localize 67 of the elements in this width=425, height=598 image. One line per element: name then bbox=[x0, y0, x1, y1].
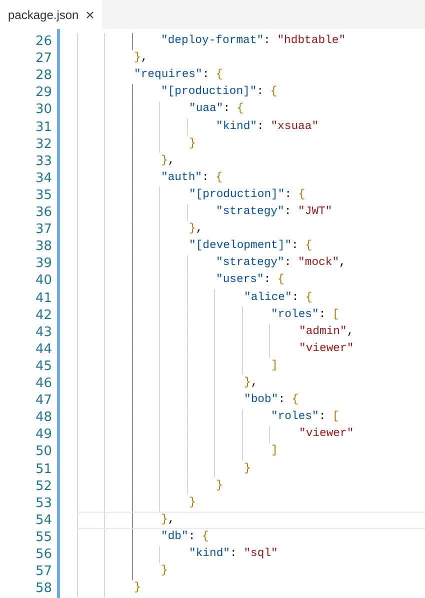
code-line: } bbox=[216, 478, 223, 494]
code-line: "strategy": "mock", bbox=[216, 256, 346, 272]
code-line: "alice": { bbox=[244, 290, 312, 306]
code-line: }, bbox=[161, 512, 175, 528]
code-line: }, bbox=[161, 154, 175, 169]
line-number: 28 bbox=[34, 67, 52, 84]
line-number: 53 bbox=[34, 494, 52, 512]
line-number: 58 bbox=[34, 580, 52, 598]
code-line: }, bbox=[244, 376, 258, 391]
line-number: 35 bbox=[34, 186, 52, 204]
code-line: "[production]": { bbox=[161, 84, 278, 100]
line-number: 32 bbox=[34, 136, 52, 153]
code-line: } bbox=[134, 580, 141, 596]
line-number: 51 bbox=[34, 460, 52, 478]
code-line: ] bbox=[271, 358, 278, 374]
line-number: 42 bbox=[34, 306, 52, 324]
line-number: 43 bbox=[34, 324, 52, 341]
line-number: 56 bbox=[34, 546, 52, 563]
line-number: 34 bbox=[34, 170, 52, 187]
code-line: "requires": { bbox=[134, 68, 223, 84]
code-line: "deploy-format": "hdbtable" bbox=[161, 34, 346, 49]
code-line: }, bbox=[189, 222, 203, 238]
code-line: "kind": "sql" bbox=[189, 546, 278, 562]
line-number: 41 bbox=[34, 290, 52, 306]
line-number: 39 bbox=[34, 255, 52, 272]
code-line: "auth": { bbox=[161, 170, 223, 186]
code-line: "users": { bbox=[216, 272, 284, 288]
line-number: 26 bbox=[34, 33, 52, 50]
code-line: "strategy": "JWT" bbox=[216, 204, 332, 220]
line-number: 37 bbox=[34, 221, 52, 238]
code-line: "bob": { bbox=[244, 392, 299, 408]
code-line: } bbox=[189, 496, 196, 511]
code-line: ] bbox=[271, 444, 278, 460]
code-line: "uaa": { bbox=[189, 102, 244, 118]
code-line: }, bbox=[134, 50, 148, 66]
code-line: "viewer" bbox=[299, 426, 354, 442]
code-line: } bbox=[161, 564, 168, 580]
code-line: } bbox=[244, 462, 251, 476]
line-number: 47 bbox=[34, 392, 52, 410]
line-number: 29 bbox=[34, 84, 52, 102]
code-line: "roles": [ bbox=[271, 410, 340, 426]
line-number: 57 bbox=[34, 563, 52, 580]
line-number: 31 bbox=[34, 118, 52, 136]
line-number: 52 bbox=[34, 478, 52, 495]
code-line: "kind": "xsuaa" bbox=[216, 120, 319, 134]
line-number: 48 bbox=[34, 409, 52, 426]
line-number: 46 bbox=[34, 375, 52, 392]
line-number: 49 bbox=[34, 426, 52, 444]
line-number: 36 bbox=[34, 204, 52, 221]
line-number: 54 bbox=[34, 512, 52, 529]
code-line: "viewer" bbox=[299, 342, 354, 357]
line-number: 44 bbox=[34, 340, 52, 358]
file-tab: package.json bbox=[0, 0, 102, 29]
line-number: 27 bbox=[34, 50, 52, 68]
line-number: 50 bbox=[34, 443, 52, 460]
code-line: "db": { bbox=[161, 530, 209, 545]
code-line: "admin", bbox=[299, 324, 354, 340]
line-number: 38 bbox=[34, 238, 52, 256]
code-line: "[production]": { bbox=[189, 188, 306, 203]
code-line: "roles": [ bbox=[271, 308, 340, 323]
code-line: } bbox=[189, 136, 196, 152]
code-line: "[development]": { bbox=[189, 238, 312, 254]
line-number: 45 bbox=[34, 358, 52, 375]
line-number: 33 bbox=[34, 152, 52, 170]
line-number: 40 bbox=[34, 272, 52, 290]
line-number: 30 bbox=[34, 101, 52, 118]
line-number: 55 bbox=[34, 528, 52, 546]
